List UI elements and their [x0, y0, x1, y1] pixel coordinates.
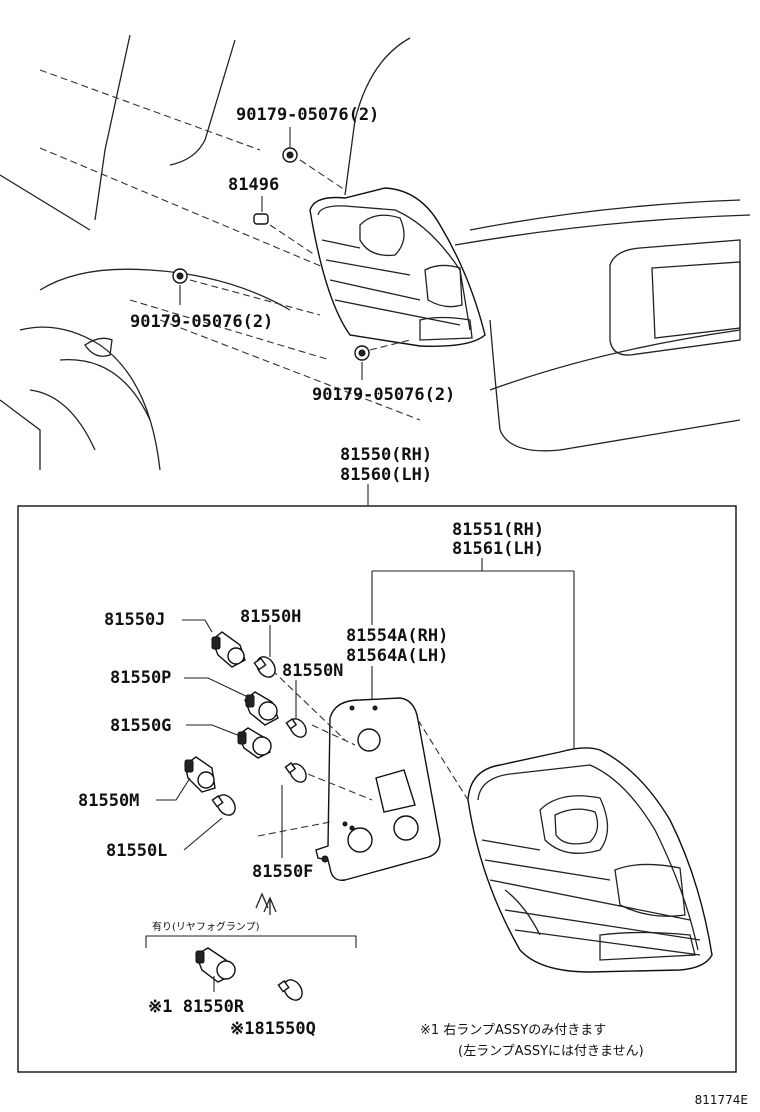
bulb-q-icon — [277, 979, 303, 1001]
clip-icon — [253, 196, 269, 225]
gasket-plate — [315, 697, 441, 881]
nut-top-icon — [282, 127, 298, 163]
label-lens-lh: 81561(LH) — [452, 539, 544, 559]
bulb-n-icon — [285, 718, 307, 738]
view-arrow-icon — [255, 892, 277, 915]
label-gasket-lh: 81564A(LH) — [346, 646, 448, 666]
label-81550l: 81550L — [106, 841, 167, 861]
label-81550p: 81550P — [110, 668, 171, 688]
bulb-l-icon — [211, 794, 236, 816]
bulb-f-icon — [284, 762, 307, 783]
tail-lamp-lens — [467, 747, 713, 973]
label-81550g: 81550G — [110, 716, 171, 736]
label-nut-bottom: 90179-05076(2) — [312, 385, 455, 405]
tail-lamp-installed — [309, 187, 486, 347]
footnote-line-1: ※1 右ランプASSYのみ付きます — [420, 1023, 606, 1038]
label-81550r: ※1 81550R — [148, 997, 245, 1017]
vehicle-body-outline — [0, 34, 751, 471]
bulb-h-icon — [253, 656, 276, 678]
label-gasket-rh: 81554A(RH) — [346, 626, 448, 646]
footnote-line-2: (左ランプASSYには付きません) — [458, 1044, 644, 1059]
label-81550n: 81550N — [282, 661, 343, 681]
label-assembly-lh: 81560(LH) — [340, 465, 432, 485]
label-clip: 81496 — [228, 175, 279, 195]
socket-r-icon — [195, 947, 236, 983]
diagram-id: 811774E — [695, 1093, 748, 1107]
socket-m-icon — [184, 756, 216, 793]
label-81550q: ※181550Q — [230, 1019, 316, 1039]
label-81550m: 81550M — [78, 791, 139, 811]
socket-p-icon — [244, 691, 279, 726]
label-81550f: 81550F — [252, 862, 313, 882]
label-assembly-rh: 81550(RH) — [340, 445, 432, 465]
socket-g-icon — [237, 727, 272, 759]
label-81550h: 81550H — [240, 607, 301, 627]
socket-j-icon — [211, 631, 246, 668]
label-lens-rh: 81551(RH) — [452, 520, 544, 540]
label-nut-top: 90179-05076(2) — [236, 105, 379, 125]
nut-bottom-icon — [354, 345, 370, 380]
detail-frame — [17, 505, 737, 1073]
label-nut-left: 90179-05076(2) — [130, 312, 273, 332]
label-81550j: 81550J — [104, 610, 165, 630]
fog-bracket-label: 有り(リヤフォグランプ) — [152, 920, 260, 933]
nut-left-icon — [172, 268, 188, 305]
